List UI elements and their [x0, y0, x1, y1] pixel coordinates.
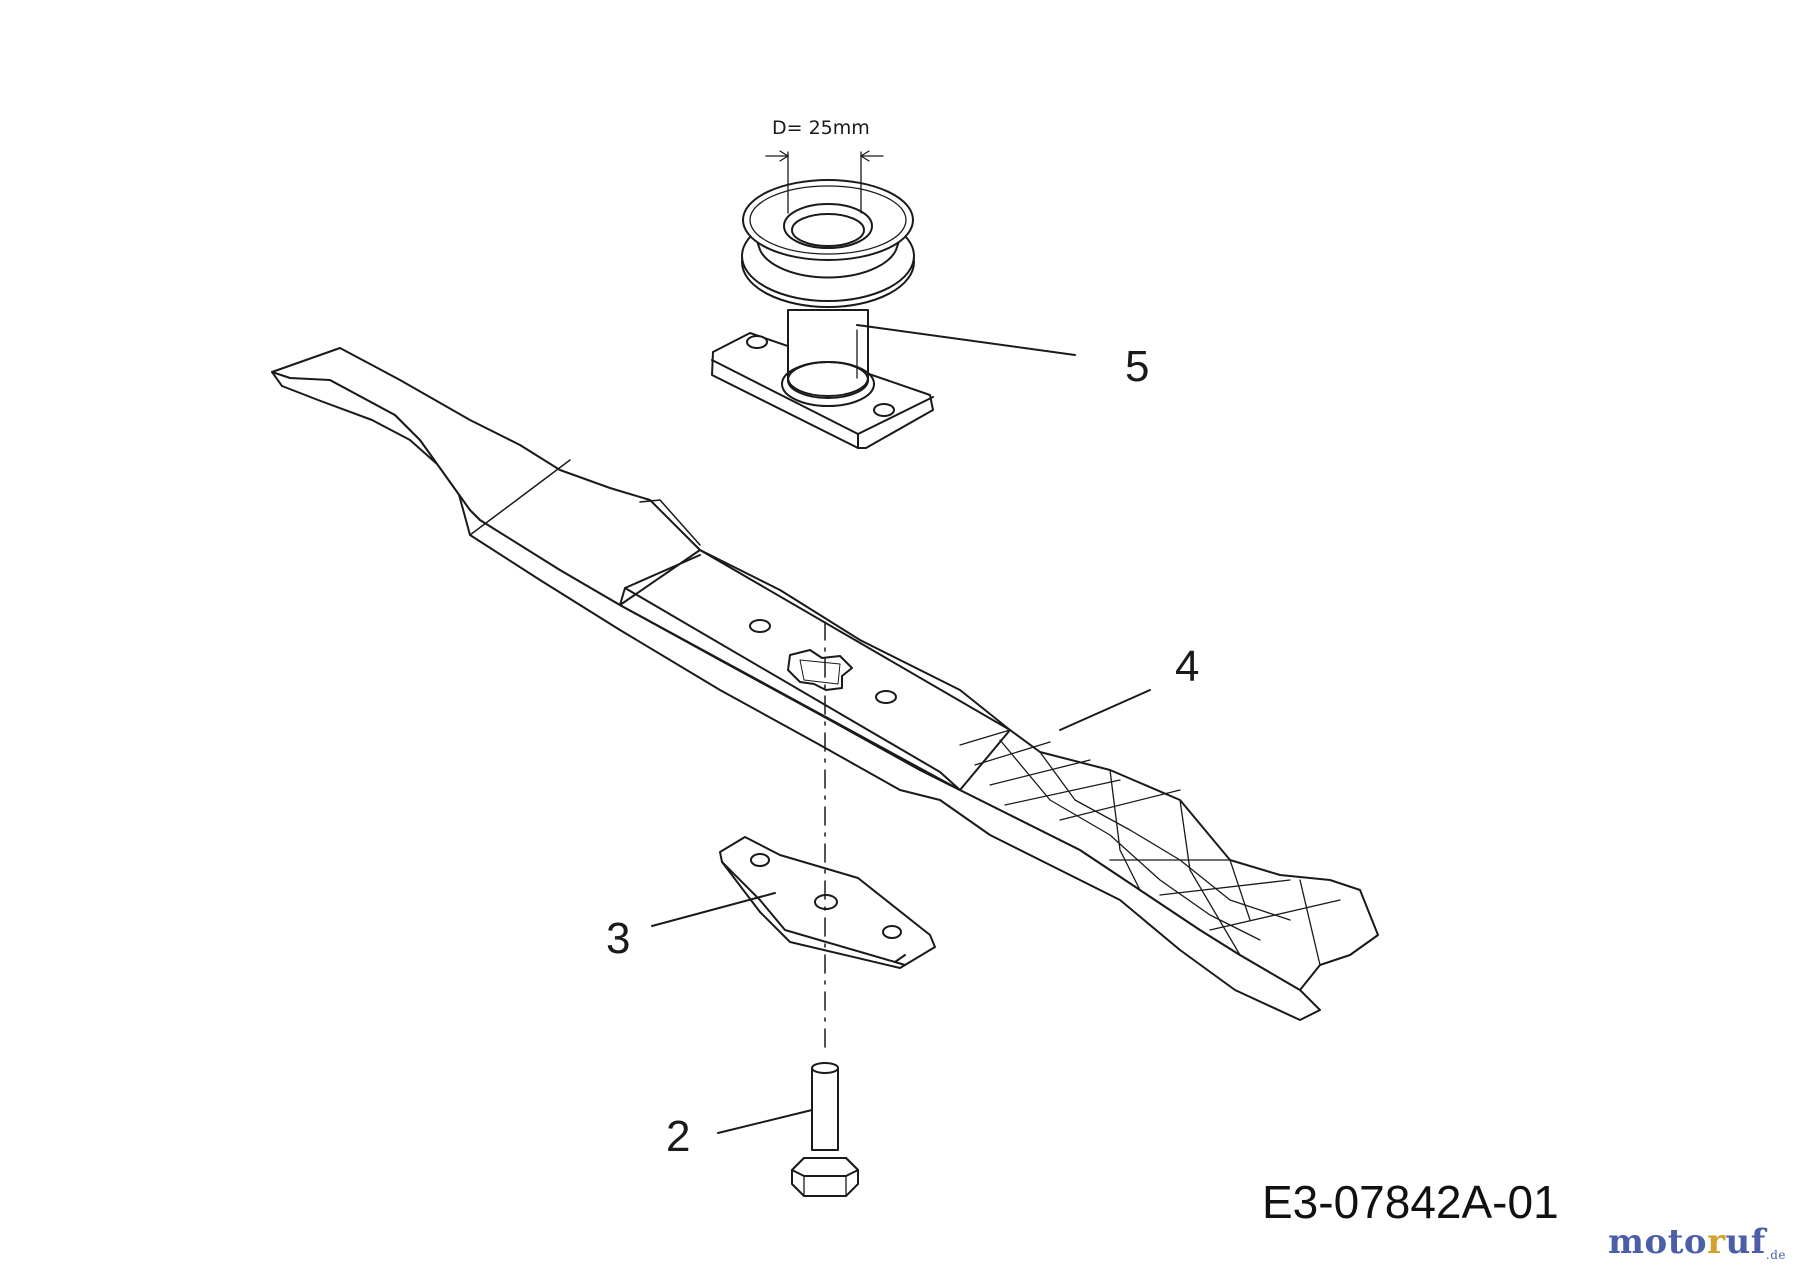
drawing-number: E3-07842A-01 — [1262, 1176, 1559, 1228]
watermark-text: motoruf — [1608, 1222, 1766, 1262]
blade-adapter — [719, 836, 936, 969]
watermark-letter: m — [1608, 1222, 1645, 1262]
spindle-pulley — [711, 150, 934, 449]
watermark-letter: r — [1707, 1222, 1726, 1262]
watermark-letter: t — [1667, 1222, 1684, 1262]
watermark-domain: .de — [1765, 1248, 1786, 1262]
blade-bolt — [791, 1062, 859, 1197]
callout-part-2: 2 — [666, 1112, 691, 1161]
callout-part-4: 4 — [1175, 642, 1200, 691]
watermark-letter: o — [1683, 1222, 1708, 1262]
diameter-dimension-label: D= 25mm — [772, 117, 870, 139]
watermark-letter: u — [1725, 1222, 1751, 1262]
watermark-letter: o — [1644, 1222, 1668, 1262]
leader-lines — [651, 324, 1151, 1134]
callout-part-3: 3 — [606, 914, 631, 963]
watermark-letter: f — [1750, 1222, 1766, 1262]
callout-part-5: 5 — [1125, 342, 1150, 391]
watermark-logo: motoruf.de — [1608, 1222, 1786, 1262]
